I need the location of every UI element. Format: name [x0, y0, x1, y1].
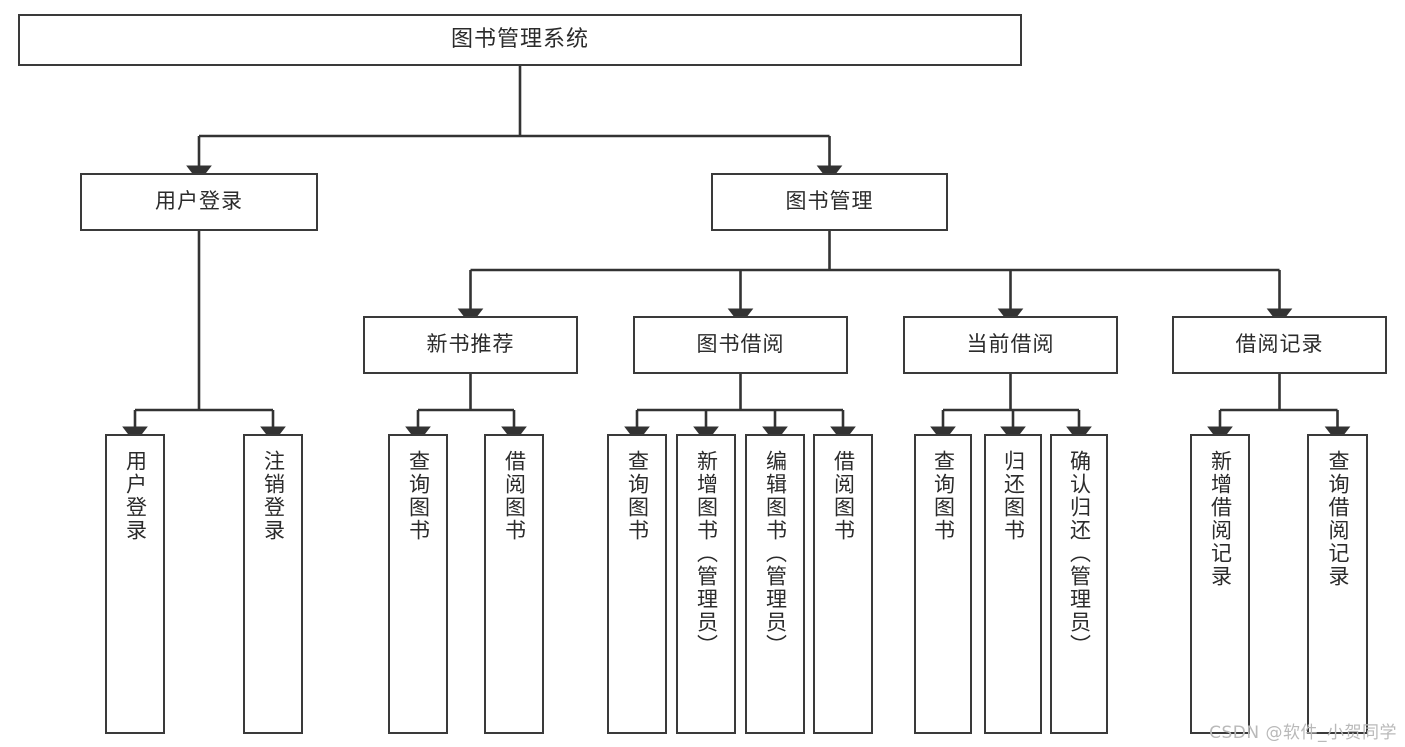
node-label: 图书借阅	[696, 332, 785, 357]
leaf-node-12[interactable]: 查询借阅记录	[1307, 434, 1368, 734]
node-label: 查询图书	[931, 450, 956, 542]
node-label: 新书推荐	[426, 332, 515, 357]
node-label: 借阅图书	[831, 450, 856, 542]
leaf-node-6[interactable]: 编辑图书（管理员）	[745, 434, 805, 734]
level2-node-用户登录[interactable]: 用户登录	[80, 173, 318, 231]
leaf-node-0[interactable]: 用户登录	[105, 434, 165, 734]
node-label: 注销登录	[261, 450, 286, 542]
leaf-node-8[interactable]: 查询图书	[914, 434, 972, 734]
leaf-node-7[interactable]: 借阅图书	[813, 434, 873, 734]
leaf-node-10[interactable]: 确认归还（管理员）	[1050, 434, 1108, 734]
leaf-node-3[interactable]: 借阅图书	[484, 434, 544, 734]
leaf-node-1[interactable]: 注销登录	[243, 434, 303, 734]
csdn-watermark: CSDN @软件_小贺同学	[1209, 723, 1397, 743]
level3-node-借阅记录[interactable]: 借阅记录	[1172, 316, 1387, 374]
node-label: 借阅记录	[1235, 332, 1324, 357]
level3-node-图书借阅[interactable]: 图书借阅	[633, 316, 848, 374]
node-label: 图书管理	[785, 189, 874, 214]
node-label: 编辑图书（管理员）	[763, 450, 788, 657]
node-label: 查询借阅记录	[1326, 450, 1350, 588]
leaf-node-2[interactable]: 查询图书	[388, 434, 448, 734]
node-label: 查询图书	[625, 450, 650, 542]
leaf-node-5[interactable]: 新增图书（管理员）	[676, 434, 736, 734]
node-label: 确认归还（管理员）	[1067, 450, 1092, 657]
leaf-node-4[interactable]: 查询图书	[607, 434, 667, 734]
node-label: 归还图书	[1001, 450, 1026, 542]
leaf-node-11[interactable]: 新增借阅记录	[1190, 434, 1250, 734]
node-label: 新增图书（管理员）	[694, 450, 719, 657]
level2-node-图书管理[interactable]: 图书管理	[711, 173, 948, 231]
node-label: 用户登录	[123, 450, 148, 542]
node-label: 用户登录	[155, 189, 243, 214]
node-label: 新增借阅记录	[1208, 450, 1233, 588]
node-label: 借阅图书	[502, 450, 527, 542]
level3-node-当前借阅[interactable]: 当前借阅	[903, 316, 1118, 374]
leaf-node-9[interactable]: 归还图书	[984, 434, 1042, 734]
root-node[interactable]: 图书管理系统	[18, 14, 1022, 66]
node-label: 图书管理系统	[450, 26, 589, 52]
level3-node-新书推荐[interactable]: 新书推荐	[363, 316, 578, 374]
node-label: 查询图书	[406, 450, 431, 542]
node-label: 当前借阅	[966, 332, 1055, 357]
